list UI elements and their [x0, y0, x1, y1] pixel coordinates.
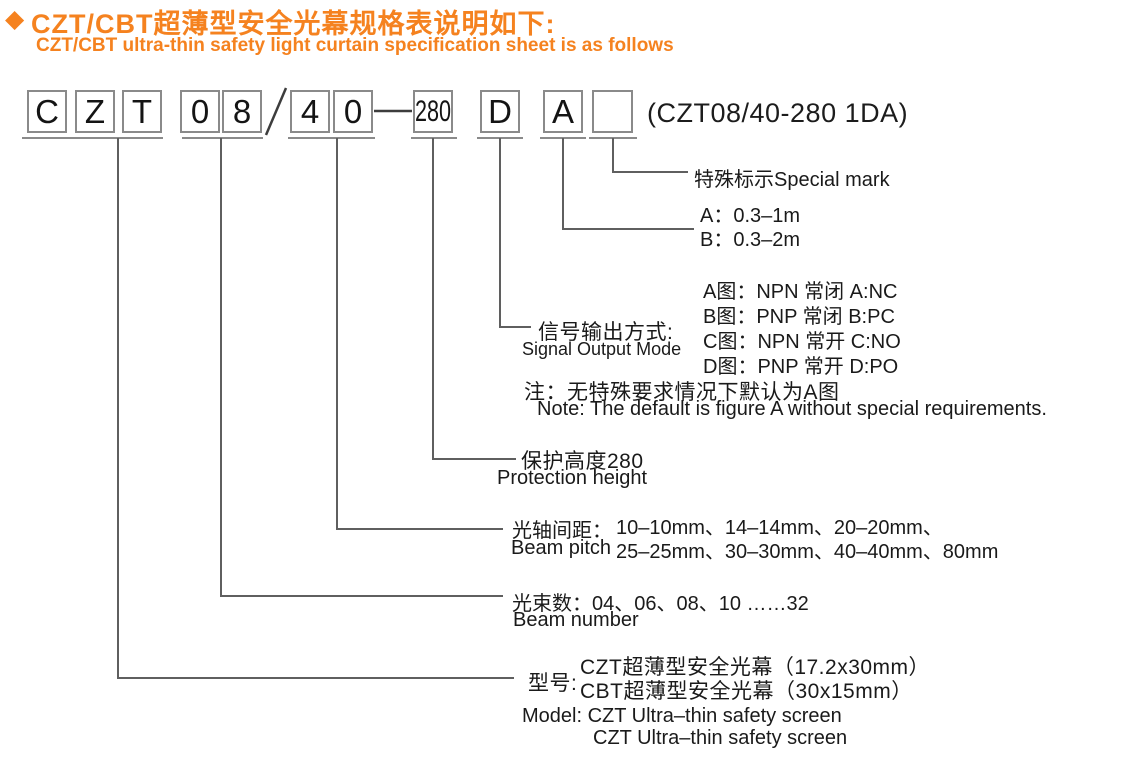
code-box-blank: [592, 90, 633, 133]
example-code: (CZT08/40-280 1DA): [647, 98, 909, 128]
page-title-en: CZT/CBT ultra-thin safety light curtain …: [36, 35, 674, 56]
code-box-z: Z: [75, 90, 115, 133]
model-line-czt: CZT超薄型安全光幕（17.2x30mm）: [580, 656, 931, 679]
code-box-0a: 0: [180, 90, 220, 133]
signal-option-b: B图：PNP 常闭 B:PC: [703, 306, 895, 328]
model-line-cbt: CBT超薄型安全光幕（30x15mm）: [580, 680, 913, 703]
special-mark-label: 特殊标示Special mark: [694, 169, 890, 191]
signal-output-label-en: Signal Output Mode: [522, 339, 682, 359]
leader-model: [117, 138, 514, 679]
code-box-d: D: [480, 90, 520, 133]
range-option-a: A：0.3–1m: [700, 205, 801, 227]
signal-note-zh: 注：无特殊要求情况下默认为A图: [524, 381, 840, 404]
code-box-8: 8: [222, 90, 262, 133]
signal-output-label-zh: 信号输出方式:: [538, 321, 674, 344]
leader-range: [562, 138, 694, 230]
model-label: 型号:: [528, 672, 578, 695]
code-box-4: 4: [290, 90, 330, 133]
signal-note-en: Note: The default is figure A without sp…: [537, 398, 1047, 420]
leader-signal-output: [499, 138, 531, 328]
model-line-en2: CZT Ultra–thin safety screen: [593, 727, 848, 749]
beam-pitch-values-2: 25–25mm、30–30mm、40–40mm、80mm: [616, 541, 999, 563]
protection-height-label-en: Protection height: [497, 467, 648, 489]
beam-number-label-en: Beam number: [513, 609, 639, 631]
beam-pitch-label-zh: 光轴间距：: [512, 520, 612, 542]
slash-separator-icon: [264, 87, 288, 136]
protection-height-label-zh: 保护高度280: [521, 450, 644, 473]
beam-pitch-label-en: Beam pitch: [511, 537, 612, 559]
code-box-0b: 0: [333, 90, 373, 133]
code-box-c: C: [27, 90, 67, 133]
leader-protection-height: [432, 138, 516, 460]
signal-option-d: D图：PNP 常开 D:PO: [703, 356, 899, 378]
range-options: A：0.3–1m B：0.3–2m: [700, 204, 800, 252]
leader-beam-pitch: [336, 138, 503, 530]
page-title-zh: CZT/CBT超薄型安全光幕规格表说明如下:: [31, 9, 556, 39]
beam-number-label-zh: 光束数：04、06、08、10 ……32: [512, 593, 809, 615]
signal-options: A图：NPN 常闭 A:NC B图：PNP 常闭 B:PC C图：NPN 常开 …: [703, 280, 901, 380]
code-box-a: A: [543, 90, 583, 133]
model-line-en1: Model: CZT Ultra–thin safety screen: [522, 705, 842, 727]
diamond-icon: ◆: [5, 5, 25, 33]
code-box-280: 280: [413, 90, 453, 133]
signal-option-a: A图：NPN 常闭 A:NC: [703, 281, 898, 303]
range-option-b: B：0.3–2m: [700, 229, 801, 251]
code-box-t: T: [122, 90, 162, 133]
leader-special-mark: [612, 138, 688, 173]
signal-option-c: C图：NPN 常开 C:NO: [703, 331, 901, 353]
beam-pitch-values-1: 10–10mm、14–14mm、20–20mm、: [616, 517, 943, 539]
leader-beam-number: [220, 138, 503, 597]
